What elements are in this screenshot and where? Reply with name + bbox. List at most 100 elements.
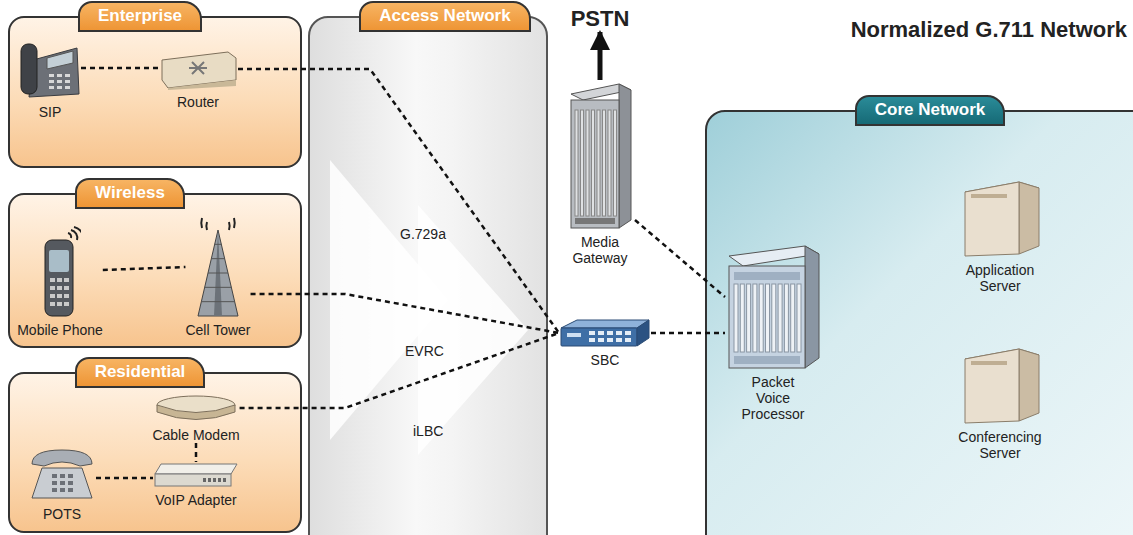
mobile-key <box>57 286 62 290</box>
panel-tab-heading: Residential <box>75 357 206 388</box>
pvp-slot <box>784 284 788 352</box>
gateway-slot <box>586 110 589 216</box>
pvp-slot <box>740 284 744 352</box>
signal-arc <box>200 218 203 228</box>
pvp-slot <box>772 284 776 352</box>
phone-key <box>57 86 62 89</box>
adapter-top <box>155 464 237 474</box>
pots-key <box>60 474 65 478</box>
codec-label: iLBC <box>413 423 443 439</box>
pvp-base <box>734 356 800 364</box>
device-label: Cable Modem <box>152 427 239 443</box>
dashed-connector <box>103 267 186 270</box>
pstn-label: PSTN <box>571 6 630 32</box>
device-label: Cell Tower <box>185 322 250 338</box>
tower-strut <box>201 301 234 302</box>
server-front <box>965 349 1019 423</box>
packet-voice-processor-icon <box>725 242 821 370</box>
pots-key <box>68 481 73 485</box>
mobile-phone: Mobile Phone <box>17 222 103 338</box>
tower-strut <box>211 258 224 259</box>
wireless-panel: Mobile PhoneCell TowerWireless <box>8 193 302 348</box>
icon-sbc <box>561 320 649 346</box>
codec-label: EVRC <box>405 343 444 359</box>
pvp-slot <box>791 284 795 352</box>
gateway-slot <box>597 110 600 216</box>
panel-tab-heading: Core Network <box>855 95 1006 126</box>
router-symbol <box>189 62 207 74</box>
pots-key <box>68 488 73 492</box>
pvp-side <box>805 246 819 368</box>
uplink-arrow <box>598 32 603 80</box>
pvp-slot <box>747 284 751 352</box>
conferencing-server-icon <box>959 345 1041 425</box>
gateway-slot <box>581 110 584 216</box>
server-bay <box>971 361 1007 365</box>
pots-key <box>60 481 65 485</box>
pots-key <box>52 488 57 492</box>
mobile-key <box>57 278 62 282</box>
icon-mobile <box>45 227 81 316</box>
sbc-side <box>637 320 649 346</box>
sbc-top <box>561 320 649 328</box>
dashed-connector <box>81 67 158 70</box>
adapter-port <box>208 478 211 482</box>
icon-adapter <box>155 464 237 486</box>
panel-tab-heading: Enterprise <box>78 1 202 32</box>
phone-key <box>57 80 62 83</box>
sbc-port <box>598 331 604 335</box>
conferencing-server: Conferencing Server <box>950 345 1050 461</box>
residential-panel: Cable ModemPOTSVoIP AdapterResidential <box>8 372 302 533</box>
session-border-controller-icon <box>559 318 651 348</box>
pvp-front <box>729 266 805 368</box>
icon-pots <box>32 450 92 498</box>
phone-key <box>49 86 54 89</box>
mobile-body <box>45 240 73 316</box>
mobile-key <box>64 294 69 298</box>
sbc-port <box>625 338 631 342</box>
tower-body <box>198 230 238 316</box>
dashed-connector <box>96 477 153 480</box>
phone-key <box>57 74 62 77</box>
device-label: Application Server <box>953 262 1048 294</box>
dashed-connector <box>651 332 725 335</box>
icon-phone <box>21 44 79 97</box>
phone-handset <box>21 44 37 94</box>
tower-strut <box>208 273 228 274</box>
icon-modem <box>157 396 235 420</box>
device-label: Conferencing Server <box>950 429 1050 461</box>
sbc-port <box>616 338 622 342</box>
tower-strut <box>215 244 222 245</box>
adapter-front <box>155 474 231 486</box>
chevron-arrow <box>418 205 528 455</box>
server-bay <box>971 194 1007 198</box>
mobile-key <box>50 302 55 306</box>
icon-gateway <box>571 84 631 228</box>
mobile-key <box>64 302 69 306</box>
pots-base <box>32 468 92 498</box>
router-icon <box>158 48 238 90</box>
application-server: Application Server <box>953 178 1048 294</box>
device-label: Router <box>177 94 219 110</box>
server-front <box>965 182 1019 256</box>
device-label: Mobile Phone <box>17 322 103 338</box>
pots-key <box>68 474 73 478</box>
dashed-connector <box>251 294 559 333</box>
gateway-slot <box>575 110 578 216</box>
media-gateway-icon <box>567 80 633 230</box>
mobile-key <box>64 278 69 282</box>
phone-key <box>49 74 54 77</box>
mobile-key <box>50 286 55 290</box>
panel-tab-heading: Access Network <box>359 1 530 32</box>
modem-front <box>157 405 235 420</box>
voip-adapter-icon <box>153 462 239 488</box>
server-side <box>1019 182 1039 254</box>
device-label: POTS <box>43 506 81 522</box>
adapter-port <box>203 478 206 482</box>
pots-phone: POTS <box>28 446 96 522</box>
pots-key <box>60 488 65 492</box>
enterprise-panel: SIPRouterEnterprise <box>8 16 302 168</box>
mobile-key <box>50 294 55 298</box>
sbc-port <box>598 338 604 342</box>
